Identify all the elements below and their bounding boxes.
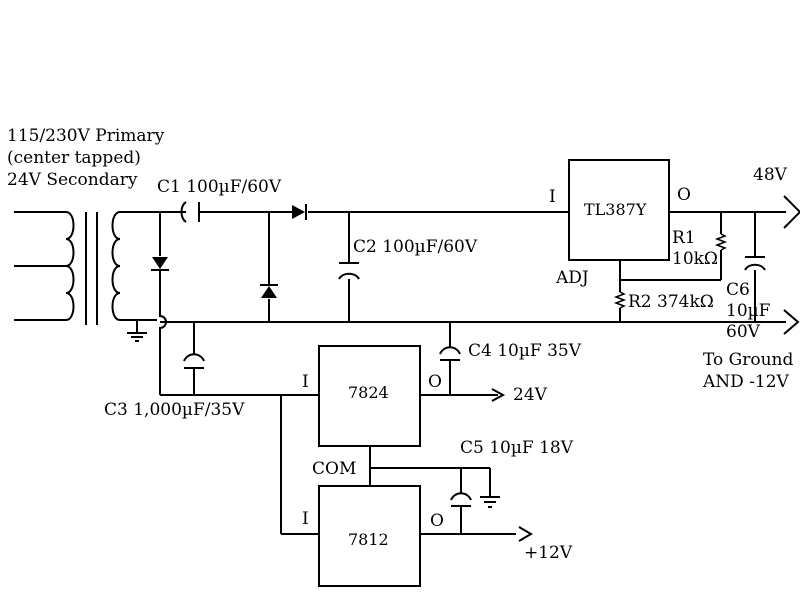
c3-label: C3 1,000µF/35V — [104, 400, 245, 420]
7824-regulator — [318, 345, 421, 447]
output-24v-label: 24V — [513, 385, 548, 405]
transformer-label-tap: (center tapped) — [7, 148, 141, 168]
output-ground-label-1: To Ground — [703, 350, 793, 370]
c6-label-value: 10µF — [726, 301, 771, 321]
c4-label: C4 10µF 35V — [468, 341, 582, 361]
transformer-label-primary: 115/230V Primary — [7, 126, 165, 146]
7812-out-label: O — [430, 511, 444, 531]
7812-regulator — [318, 485, 421, 587]
diode-bridge-right — [260, 284, 278, 298]
tl387-name: TL387Y — [584, 200, 647, 219]
capacitor-c4 — [439, 346, 461, 361]
c2-label: C2 100µF/60V — [353, 237, 478, 257]
output-ground-label-2: AND -12V — [702, 372, 790, 392]
resistor-r1 — [714, 233, 728, 251]
tl387-regulator — [568, 159, 670, 261]
resistor-r2 — [613, 291, 627, 309]
7824-out-label: O — [428, 372, 442, 392]
capacitor-c2 — [338, 262, 360, 280]
secondary-winding — [111, 211, 160, 321]
c1-label: C1 100µF/60V — [157, 177, 282, 197]
ground-symbol-c5 — [480, 496, 500, 508]
tl387-adj-label: ADJ — [555, 268, 589, 288]
arrow-12v — [518, 526, 533, 542]
wiring — [136, 211, 786, 535]
capacitor-c3 — [183, 353, 205, 369]
output-48v-label: 48V — [753, 165, 788, 185]
arrow-48v — [783, 195, 800, 229]
transformer-label-secondary: 24V Secondary — [7, 170, 138, 190]
arrow-24v — [491, 388, 506, 402]
7824-name: 7824 — [348, 383, 389, 402]
7812-name: 7812 — [348, 530, 389, 549]
capacitor-c1 — [180, 201, 200, 223]
capacitor-c5 — [450, 492, 472, 507]
tl387-out-label: O — [677, 185, 691, 205]
arrow-ground — [783, 309, 800, 335]
c5-label: C5 10µF 18V — [460, 438, 574, 458]
r1-label-name: R1 — [672, 228, 696, 248]
c6-label-voltage: 60V — [726, 322, 761, 342]
diode-forward — [292, 204, 307, 220]
output-12v-label: +12V — [524, 543, 573, 563]
transformer — [14, 211, 160, 325]
c6-label-name: C6 — [726, 280, 750, 300]
7812-in-label: I — [302, 509, 309, 529]
7824-in-label: I — [302, 372, 309, 392]
r2-label: R2 374kΩ — [628, 292, 714, 312]
7824-com-label: COM — [312, 459, 356, 479]
r1-label-value: 10kΩ — [672, 249, 718, 269]
diode-bridge-left — [151, 257, 169, 271]
ground-symbol-transformer — [127, 332, 147, 342]
capacitor-c6 — [744, 256, 766, 271]
tl387-in-label: I — [549, 187, 556, 207]
